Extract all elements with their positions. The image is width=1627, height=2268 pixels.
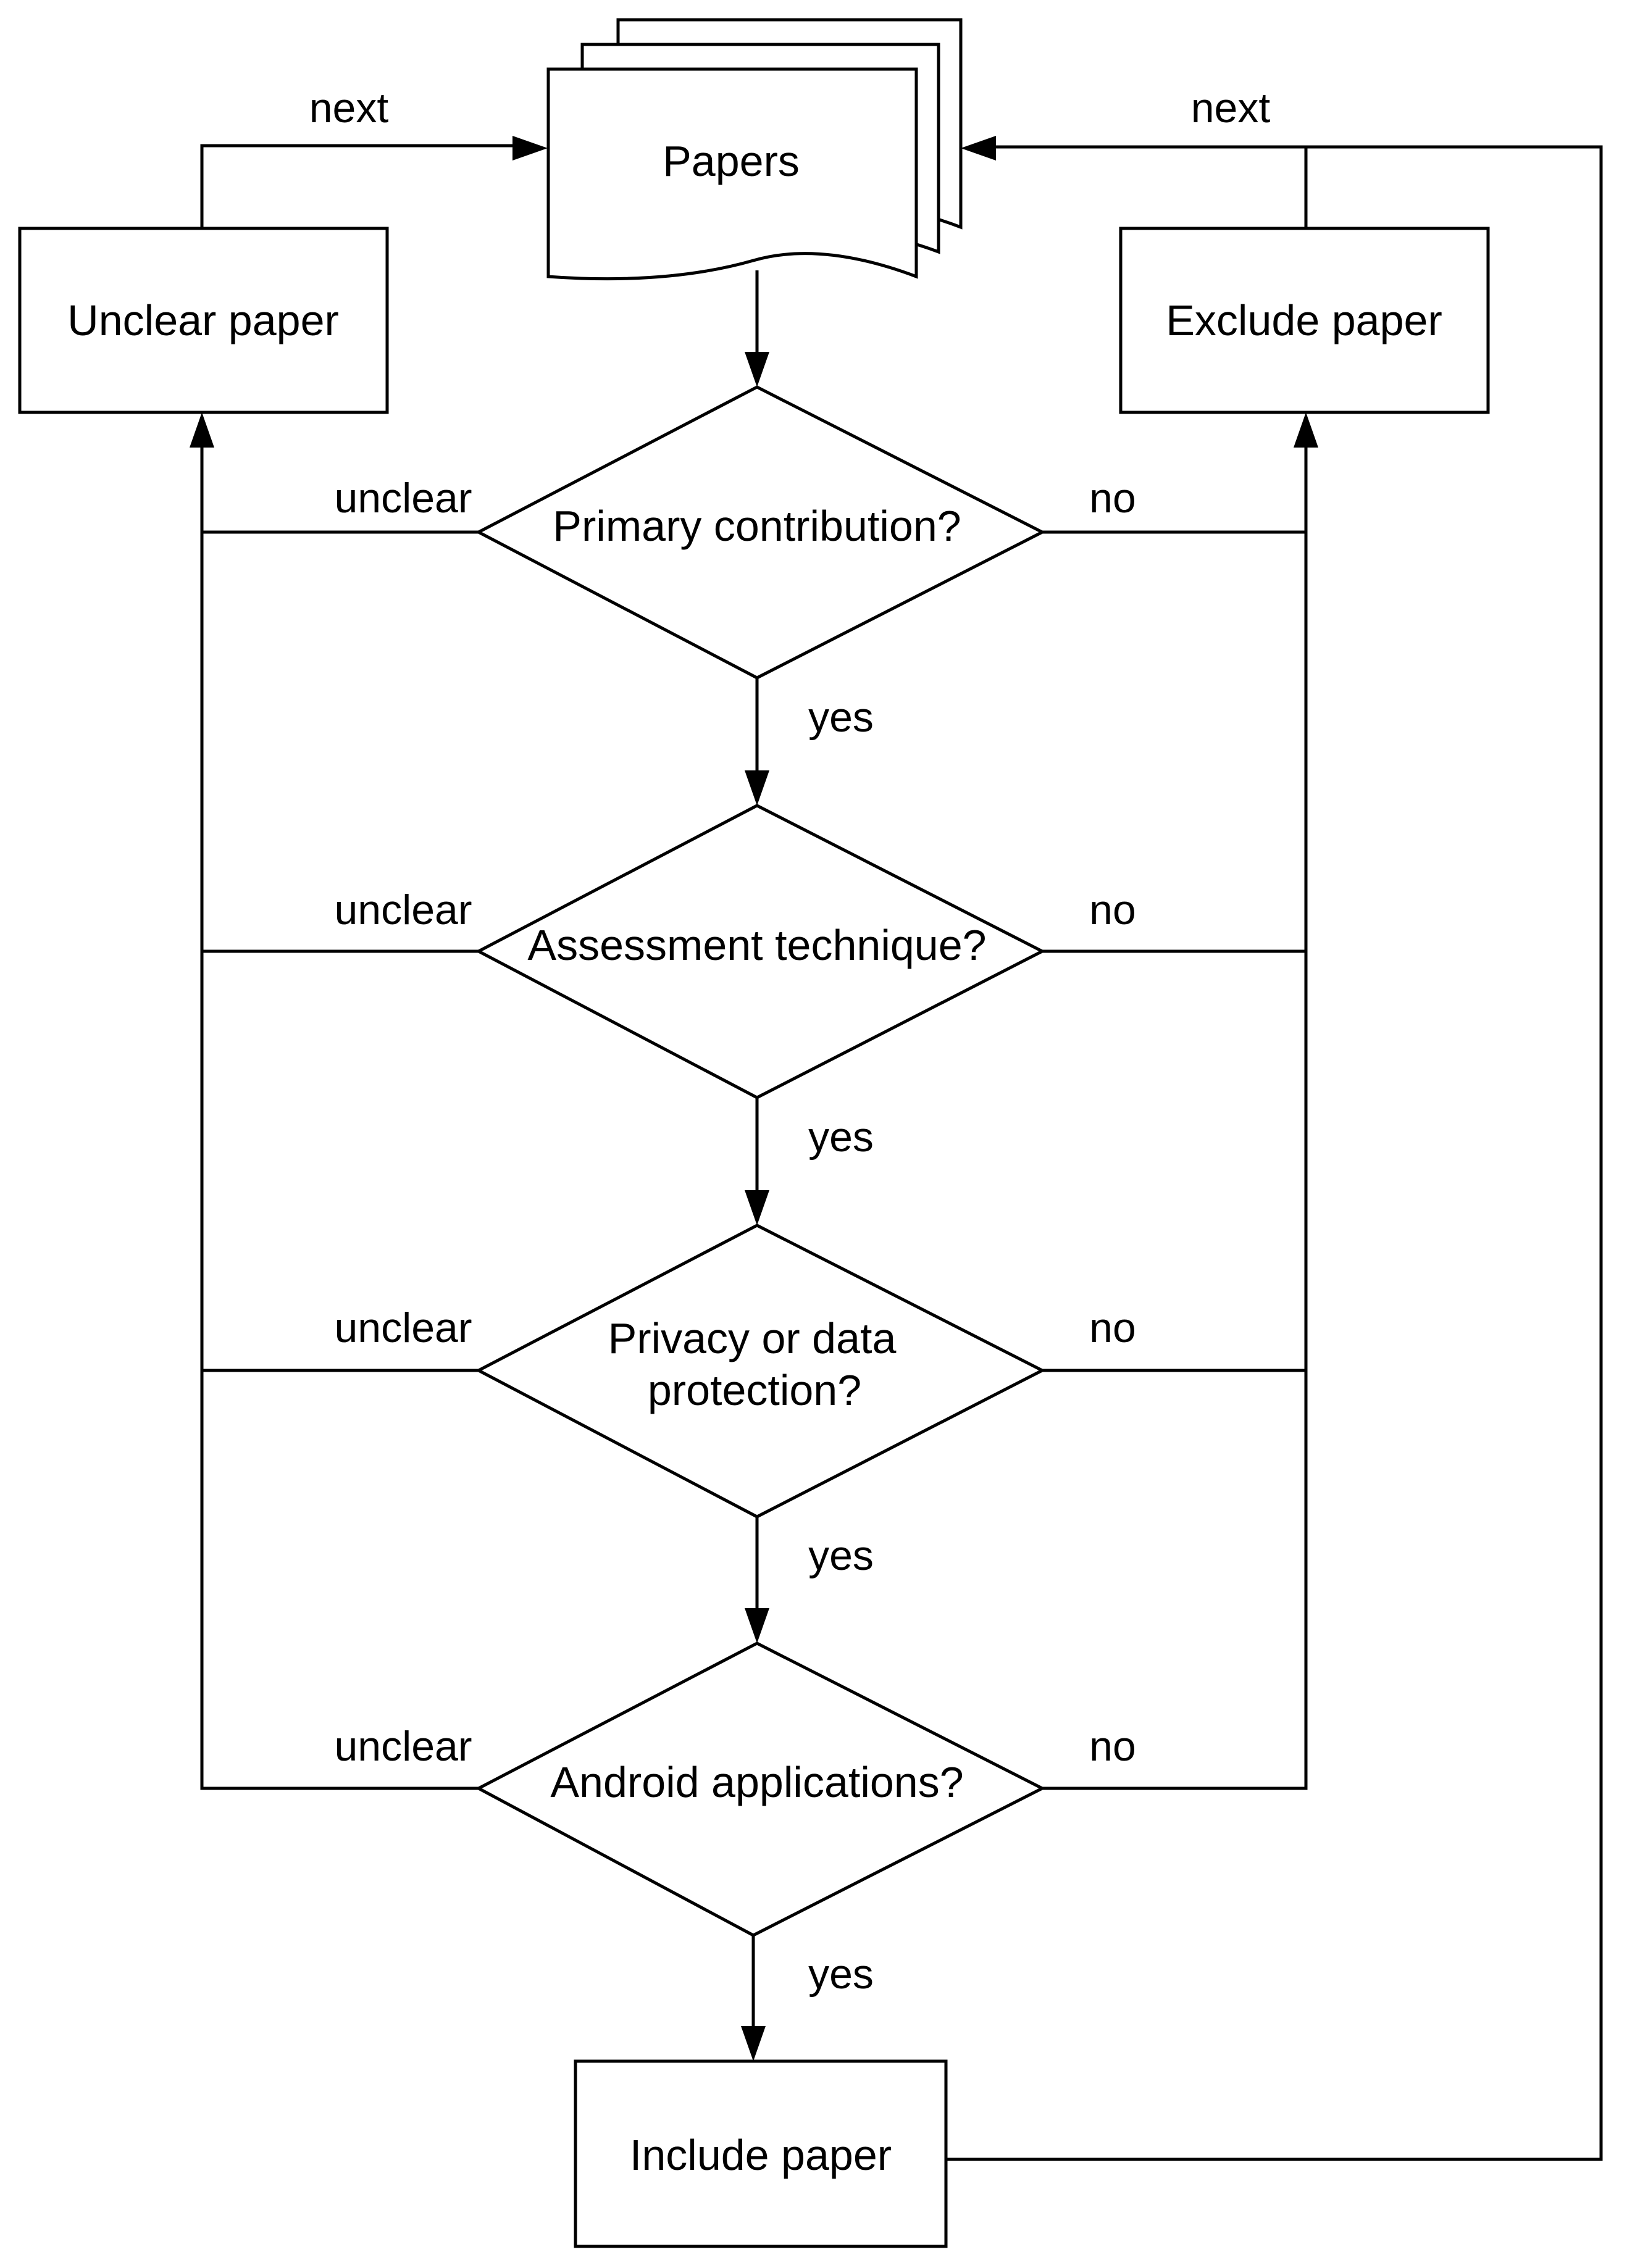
decision-label-line-2: protection? (648, 1366, 861, 1414)
include-paper-node: Include paper (574, 2059, 948, 2248)
decision-android-applications: Android applications? (475, 1641, 1046, 1937)
papers-node: Papers (546, 18, 963, 281)
decision-label: Primary contribution? (553, 502, 961, 550)
edge-label-next: next (1191, 85, 1271, 131)
edge-label-unclear: unclear (334, 475, 472, 522)
edge-label-unclear: unclear (334, 886, 472, 933)
edge-label-yes: yes (808, 694, 874, 741)
exclude-paper-node: Exclude paper (1119, 227, 1490, 414)
decision-label: Android applications? (550, 1758, 963, 1806)
arrowhead (745, 1608, 769, 1643)
arrowhead (1294, 412, 1318, 448)
edge-no-trunk (1042, 448, 1308, 1790)
edge-label-yes: yes (808, 1114, 874, 1161)
unclear-paper-node: Unclear paper (18, 227, 389, 414)
arrowhead (190, 412, 214, 448)
edge-label-no: no (1089, 475, 1136, 522)
decision-privacy-data-protection: Privacy or data protection? (475, 1224, 1046, 1519)
document-shape (546, 67, 918, 281)
arrowhead (512, 136, 548, 161)
unclear-paper-label: Unclear paper (67, 296, 339, 344)
arrowhead (745, 1190, 769, 1225)
edge-label-unclear: unclear (334, 1723, 472, 1770)
papers-label: Papers (663, 137, 800, 185)
process-box (18, 227, 389, 414)
edge-label-yes: yes (808, 1532, 874, 1579)
decision-primary-contribution: Primary contribution? (475, 385, 1046, 680)
edge-label-next: next (309, 85, 389, 131)
edge-next-left (200, 144, 512, 228)
decision-diamond (475, 804, 1046, 1099)
process-box (574, 2059, 948, 2248)
decision-label-line-1: Privacy or data (608, 1314, 897, 1362)
process-box (1119, 227, 1490, 414)
include-paper-label: Include paper (630, 2131, 892, 2179)
edge-label-yes: yes (808, 1951, 874, 1998)
arrowhead (745, 352, 769, 387)
decision-diamond (475, 1224, 1046, 1519)
decision-assessment-technique: Assessment technique? (475, 804, 1046, 1099)
edge-label-no: no (1089, 1304, 1136, 1351)
decision-label: Assessment technique? (527, 921, 986, 969)
decision-diamond (475, 385, 1046, 680)
arrowhead (745, 770, 769, 806)
edge-include-loop (946, 145, 1603, 2161)
arrowhead (741, 2026, 766, 2061)
exclude-paper-label: Exclude paper (1166, 296, 1442, 344)
edge-unclear-trunk (200, 448, 479, 1790)
edge-label-unclear: unclear (334, 1304, 472, 1351)
edge-label-no: no (1089, 886, 1136, 933)
edge-label-no: no (1089, 1723, 1136, 1770)
arrowhead (961, 136, 996, 161)
decision-diamond (475, 1641, 1046, 1937)
